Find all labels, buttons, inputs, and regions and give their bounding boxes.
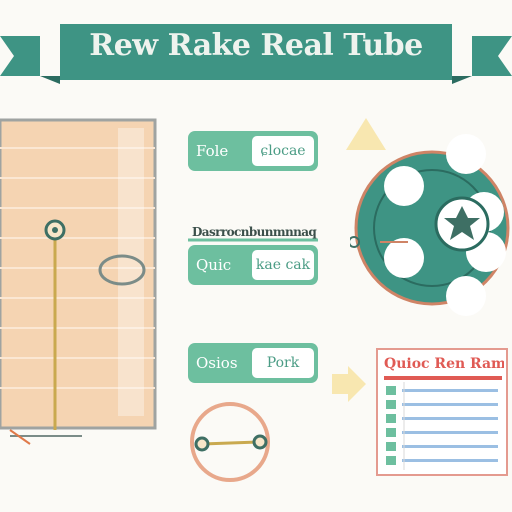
table-card-border <box>376 348 508 476</box>
arrow-right-icon <box>332 366 366 402</box>
axle <box>201 440 261 446</box>
row-3-right-pill[interactable]: Pork <box>250 346 316 380</box>
ribbon-right-tail <box>472 36 512 76</box>
outer-ring <box>190 402 270 482</box>
ribbon-banner <box>60 24 452 80</box>
table-title: Quioc Ren Rame <box>384 356 504 372</box>
reel-side-knob <box>350 236 360 248</box>
triangle-icon <box>346 118 386 150</box>
handle-ring <box>98 254 146 286</box>
page-title: Rew Rake Real Tube <box>89 28 423 63</box>
axle-right-knob <box>252 434 268 450</box>
reel-diagram <box>350 134 510 316</box>
wood-grain <box>0 147 155 389</box>
axle-left-knob <box>194 436 210 452</box>
small-circle-diagram <box>190 402 270 482</box>
row-1-right-pill[interactable]: ɕlocae <box>250 134 316 168</box>
hub-star-icon <box>444 206 480 240</box>
ribbon-left-tail <box>0 36 40 76</box>
wood-panel-diagram <box>0 118 157 445</box>
wood-panel <box>0 118 157 430</box>
title-ribbon <box>0 24 512 84</box>
table-card <box>376 348 508 476</box>
glass-highlight <box>118 128 144 416</box>
section-label: Dasrrocnbunmnnaq <box>192 225 317 239</box>
table-rows <box>386 386 498 465</box>
row-2-right-pill[interactable]: kae cak <box>250 248 316 282</box>
